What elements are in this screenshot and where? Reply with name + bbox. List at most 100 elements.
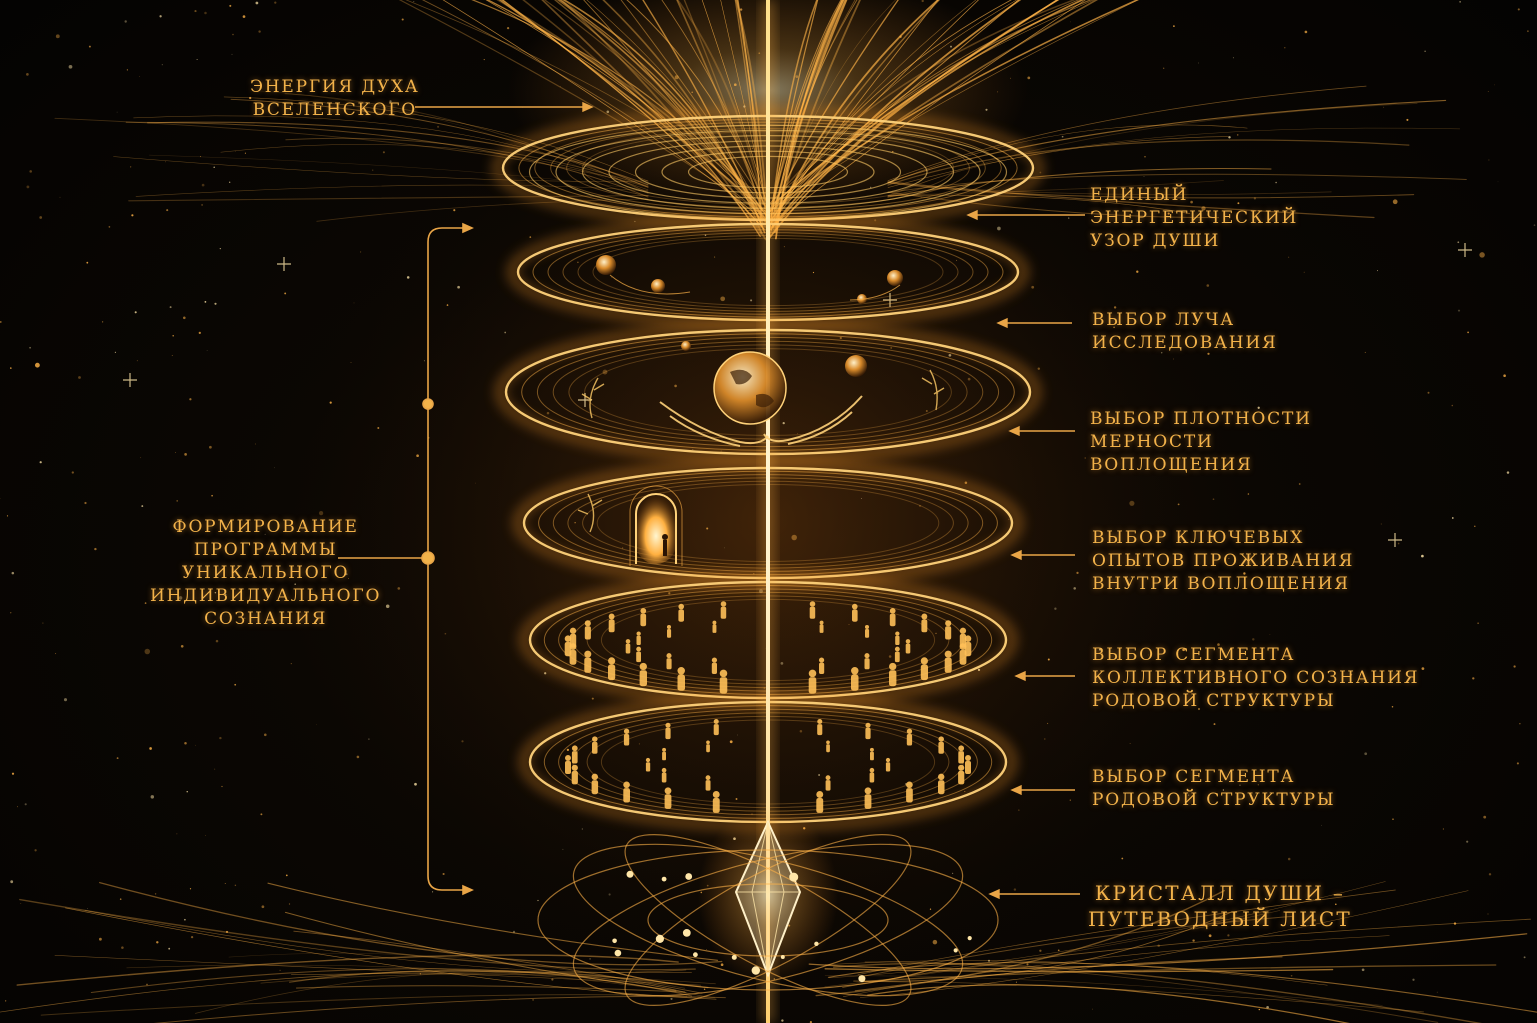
- sparkle-star: [1458, 243, 1472, 257]
- star: [260, 813, 262, 815]
- star: [1517, 762, 1519, 764]
- person-figure: [958, 745, 964, 763]
- person-figure: [592, 736, 598, 753]
- star: [592, 698, 594, 700]
- star: [849, 624, 850, 625]
- person-figure: [921, 657, 928, 680]
- star: [1173, 25, 1175, 27]
- star: [609, 893, 611, 895]
- star: [692, 449, 693, 450]
- star: [1457, 241, 1459, 243]
- star: [926, 410, 928, 412]
- star: [137, 360, 138, 361]
- star: [279, 970, 280, 971]
- star: [10, 367, 12, 369]
- person-figure: [640, 663, 647, 686]
- person-figure: [865, 787, 872, 809]
- star: [56, 34, 60, 38]
- person-figure: [816, 791, 823, 813]
- star: [386, 605, 390, 609]
- star: [78, 376, 81, 379]
- star: [219, 737, 221, 739]
- star: [813, 272, 814, 273]
- star: [547, 412, 550, 415]
- star: [1393, 199, 1398, 204]
- star: [997, 91, 998, 92]
- star: [289, 903, 290, 904]
- star: [758, 52, 760, 54]
- person-figure: [713, 791, 720, 813]
- label-line: Энергия духа: [250, 76, 420, 99]
- star: [752, 148, 753, 149]
- star: [213, 166, 215, 168]
- star: [475, 483, 476, 484]
- star: [537, 900, 538, 901]
- star: [89, 46, 91, 48]
- star: [234, 684, 236, 686]
- star: [1259, 1009, 1260, 1010]
- star: [737, 735, 738, 736]
- star: [211, 495, 213, 497]
- star: [72, 471, 74, 473]
- star: [1474, 526, 1475, 527]
- label-line: Выбор луча: [1092, 309, 1278, 332]
- person-figure: [714, 719, 719, 735]
- person-figure: [570, 628, 576, 648]
- star: [397, 587, 400, 590]
- star: [589, 958, 591, 960]
- label-line: Выбор плотности: [1090, 408, 1312, 431]
- star: [1472, 677, 1474, 679]
- person-figure: [712, 621, 716, 633]
- ancestral-segment-label: Выбор сегмента родовой структуры: [1092, 766, 1335, 812]
- star: [721, 451, 722, 452]
- star: [1477, 623, 1478, 624]
- star: [1048, 658, 1050, 660]
- star: [1458, 310, 1460, 312]
- person-figure: [572, 745, 578, 763]
- star: [734, 83, 737, 86]
- star: [214, 769, 215, 770]
- star: [264, 734, 267, 737]
- density-choice-label: Выбор плотности мерности воплощения: [1090, 408, 1312, 477]
- sparkle-star: [277, 257, 291, 271]
- star: [207, 350, 208, 351]
- star: [1130, 743, 1131, 744]
- person-figure: [886, 758, 890, 772]
- star: [1362, 968, 1365, 971]
- star: [187, 791, 188, 792]
- star: [413, 1, 414, 2]
- orbit-node: [615, 950, 622, 957]
- star: [432, 891, 433, 892]
- orbit-node: [968, 936, 972, 940]
- star: [1503, 374, 1506, 377]
- star: [177, 834, 178, 835]
- star: [202, 184, 205, 187]
- key-experiences-label: Выбор ключевых опытов проживания внутри …: [1092, 527, 1354, 596]
- star: [622, 548, 623, 549]
- star: [159, 15, 161, 17]
- star: [1459, 1, 1460, 2]
- star: [35, 363, 40, 368]
- star: [262, 905, 265, 908]
- star: [87, 908, 88, 909]
- star: [750, 299, 752, 301]
- star: [1452, 405, 1454, 407]
- star: [950, 46, 952, 48]
- star: [952, 873, 953, 874]
- star: [1010, 78, 1011, 79]
- star: [1406, 119, 1408, 121]
- star: [551, 979, 553, 981]
- person-figure: [870, 748, 874, 760]
- star: [1488, 91, 1489, 92]
- person-figure: [865, 723, 870, 739]
- star: [532, 999, 534, 1001]
- label-line: сознания: [150, 608, 381, 631]
- star: [1178, 504, 1180, 506]
- person-figure: [636, 647, 641, 662]
- star: [7, 515, 8, 516]
- orbit-node: [954, 948, 958, 952]
- person-figure: [851, 667, 859, 691]
- star: [935, 633, 936, 634]
- star: [1018, 810, 1019, 811]
- person-figure: [965, 755, 971, 774]
